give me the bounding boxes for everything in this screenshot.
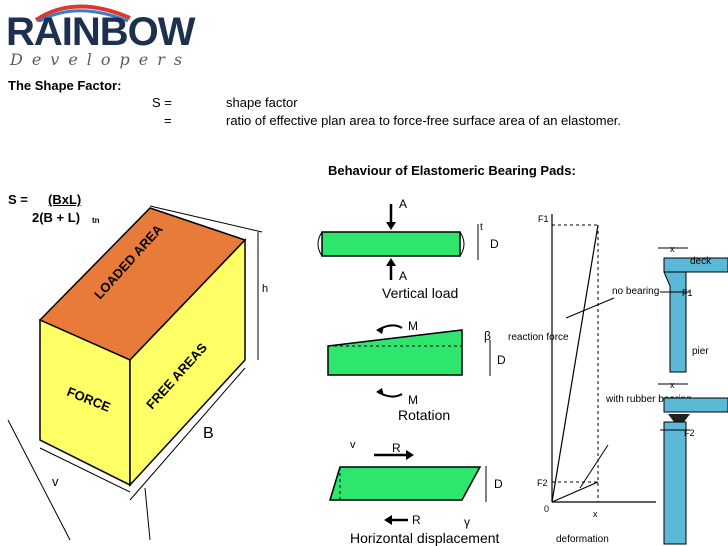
horizontal-gamma-label: γ [464,515,470,529]
vertical-pad [321,231,461,257]
graph-x-label: x [593,509,598,519]
formula-lhs: S = [8,192,28,207]
logo-subtitle: Developers [10,50,192,69]
horizontal-v-label: v [350,439,356,451]
formula-subscript: tn [92,216,100,225]
rotation-m-bottom: M [408,393,418,407]
graph-f2-label: F2 [537,478,548,488]
horizontal-displacement-label: Horizontal displacement [350,530,500,546]
vertical-load-label: Vertical load [382,285,458,301]
ratio-definition: ratio of effective plan area to force-fr… [226,113,622,128]
formula-numerator: (BxL) [48,192,82,207]
equals-sign: = [164,113,172,128]
free-areas-face [129,238,246,487]
graph-y-axis-label: reaction force [508,332,569,343]
dimension-v-label: v [52,474,59,489]
dimension-b-label: B [203,425,214,442]
rotation-m-top: M [408,319,418,333]
horizontal-r-top: R [392,441,401,455]
logo: RAINBOW [6,10,196,54]
detail-f1-label: F1 [682,288,693,298]
detail-f2-label: F2 [684,428,695,438]
graph-f1-label: F1 [538,214,549,224]
shape-factor-heading: The Shape Factor: [8,78,122,93]
rainbow-arc-icon [34,4,131,22]
s-equals: S = [152,95,172,110]
vertical-d-label: D [490,237,499,251]
horizontal-r-bottom: R [412,513,421,527]
vertical-a-top: A [399,197,407,211]
behaviour-title: Behaviour of Elastomeric Bearing Pads: [328,163,576,178]
graph-no-bearing-label: no bearing [612,286,659,297]
graph-zero-label: 0 [544,504,549,514]
horizontal-pad [328,466,482,501]
detail-x-bottom: x [670,380,675,390]
vertical-t-label: t [480,222,483,233]
detail-x-top: x [670,244,675,254]
graph-x-axis-label: deformation [556,534,609,545]
dimension-h-label: h [262,283,268,295]
formula-denominator: 2(B + L) [32,210,81,225]
rotation-pad [327,329,463,376]
vertical-a-bottom: A [399,269,407,283]
rotation-label: Rotation [398,407,450,423]
rotation-beta-label: β [484,329,491,343]
graph-with-rubber-label: with rubber bearing [605,394,692,405]
detail-deck-label: deck [690,256,712,267]
detail-pier-label: pier [692,346,709,357]
horizontal-d-label: D [494,477,503,491]
rotation-d-label: D [497,353,506,367]
s-definition: shape factor [226,95,298,110]
